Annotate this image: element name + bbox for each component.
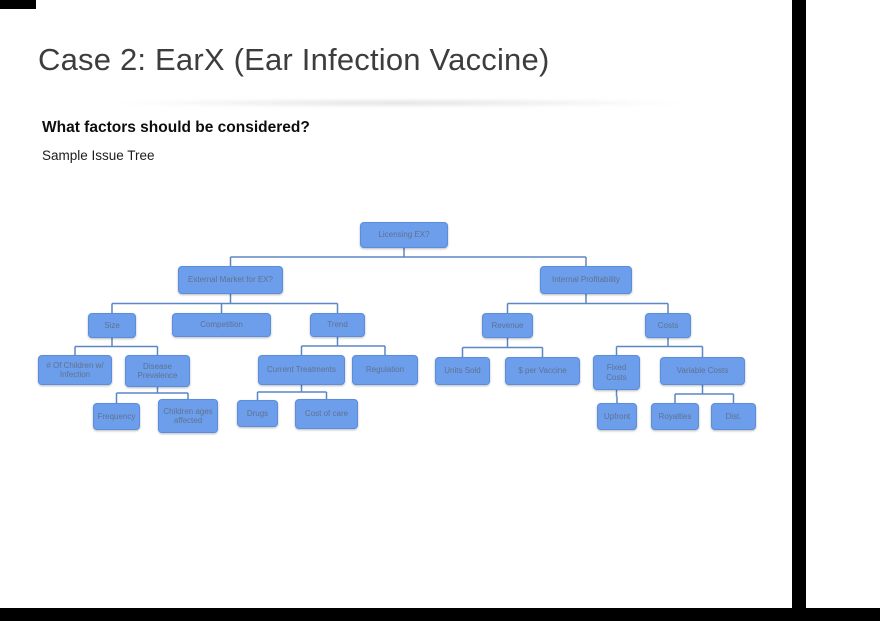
tree-node-freq: Frequency	[93, 403, 140, 430]
tree-node-ages: Children ages affected	[158, 399, 218, 433]
frame-corner-chip	[0, 0, 36, 9]
tree-node-upfront: Upfront	[597, 403, 637, 430]
tree-node-costs: Costs	[645, 313, 691, 338]
tree-node-drugs: Drugs	[237, 400, 278, 427]
header-shadow-divider	[112, 99, 687, 107]
slide-title: Case 2: EarX (Ear Infection Vaccine)	[38, 42, 550, 77]
tree-node-dist: Dist.	[711, 403, 756, 430]
frame-bottom-bar	[0, 608, 880, 621]
slide-subtitle: Sample Issue Tree	[42, 148, 155, 163]
tree-node-treat: Current Treatments	[258, 355, 345, 385]
tree-node-units: Units Sold	[435, 357, 490, 385]
tree-node-royal: Royalties	[651, 403, 699, 430]
frame-right-bar	[792, 0, 806, 621]
tree-node-ext: External Market for EX?	[178, 266, 283, 294]
tree-node-ppv: $ per Vaccine	[505, 357, 580, 385]
tree-node-comp: Competition	[172, 313, 271, 337]
tree-node-fixed: Fixed Costs	[593, 355, 640, 390]
tree-node-int: Internal Profitability	[540, 266, 632, 294]
tree-node-root: Licensing EX?	[360, 222, 448, 248]
tree-node-numchild: # Of Children w/ Infection	[38, 355, 112, 385]
tree-node-prev: Disease Prevalence	[125, 355, 190, 387]
tree-node-size: Size	[88, 313, 136, 338]
slide-question-heading: What factors should be considered?	[42, 119, 310, 136]
tree-node-varc: Variable Costs	[660, 357, 745, 385]
tree-node-costcare: Cost of care	[295, 399, 358, 429]
tree-node-reg: Regulation	[352, 355, 418, 385]
tree-node-rev: Revenue	[482, 313, 533, 338]
tree-node-trend: Trend	[310, 313, 365, 337]
